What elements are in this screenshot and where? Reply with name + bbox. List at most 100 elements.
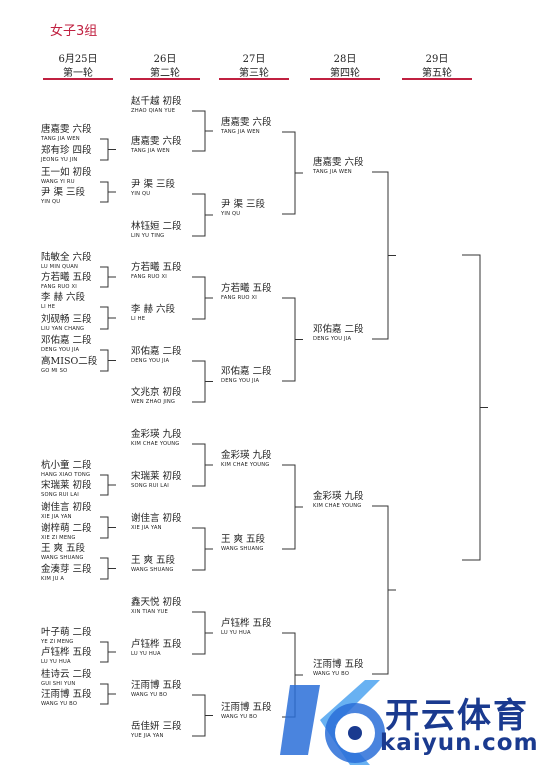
player-romanized: TANG JIA WEN xyxy=(313,168,352,175)
player-name: 尹 渠 三段 xyxy=(41,187,86,198)
player-romanized: DENG YOU JIA xyxy=(41,346,80,353)
round-header-5: 29日 第五轮 xyxy=(402,50,472,80)
player-romanized: DENG YOU JIA xyxy=(131,357,170,364)
player-romanized: LIU YAN CHANG xyxy=(41,325,85,332)
player-romanized: LIN YU TING xyxy=(131,232,165,239)
player-name: 王 爽 五段 xyxy=(41,543,86,554)
player-romanized: TANG JIA WEN xyxy=(131,147,170,154)
player-romanized: KIM CHAE YOUNG xyxy=(221,461,270,468)
player-name: 金湊芽 三段 xyxy=(41,564,92,575)
player-name: 李 赫 六段 xyxy=(131,304,176,315)
player-romanized: SONG RUI LAI xyxy=(41,491,79,498)
player-name: 谢佳言 初段 xyxy=(41,502,92,513)
player-name: 金彩瑛 九段 xyxy=(131,429,182,440)
player-name: 尹 渠 三段 xyxy=(131,179,176,190)
player-name: 唐嘉雯 六段 xyxy=(313,157,364,168)
player-romanized: XIE JIA YAN xyxy=(41,513,72,520)
player-name: 卢钰桦 五段 xyxy=(131,639,182,650)
player-name: 金彩瑛 九段 xyxy=(221,450,272,461)
player-romanized: SONG RUI LAI xyxy=(131,482,169,489)
player-romanized: KIM CHAE YOUNG xyxy=(313,502,362,509)
player-name: 杭小童 二段 xyxy=(41,460,92,471)
player-name: 邓佑嘉 二段 xyxy=(221,366,272,377)
player-romanized: YIN QU xyxy=(221,210,241,217)
player-romanized: WANG SHUANG xyxy=(131,566,174,573)
round-date: 28日 xyxy=(333,54,357,65)
player-name: 方若曦 五段 xyxy=(41,272,92,283)
round-header-1: 6月25日 第一轮 xyxy=(43,50,113,80)
round-header-4: 28日 第四轮 xyxy=(310,50,380,80)
player-romanized: LU YU HUA xyxy=(41,658,71,665)
round-name: 第一轮 xyxy=(43,64,113,80)
watermark-url: kaiyun.com xyxy=(380,730,539,756)
player-romanized: DENG YOU JIA xyxy=(313,335,352,342)
round-date: 27日 xyxy=(242,54,266,65)
player-romanized: TANG JIA WEN xyxy=(41,135,80,142)
player-romanized: YIN QU xyxy=(41,198,61,205)
player-name: 方若曦 五段 xyxy=(131,262,182,273)
player-name: 高MISO二段 xyxy=(41,356,98,367)
player-name: 王一如 初段 xyxy=(41,167,92,178)
player-name: 谢佳言 初段 xyxy=(131,513,182,524)
player-romanized: LI HE xyxy=(41,303,56,310)
player-romanized: ZHAO QIAN YUE xyxy=(131,107,176,114)
player-romanized: XIE JIA YAN xyxy=(131,524,162,531)
player-name: 方若曦 五段 xyxy=(221,283,272,294)
round-date: 6月25日 xyxy=(58,54,98,65)
player-romanized: LU YU HUA xyxy=(221,629,251,636)
player-romanized: KIM CHAE YOUNG xyxy=(131,440,180,447)
player-romanized: WANG YU BO xyxy=(131,691,168,698)
player-romanized: FANG RUO XI xyxy=(221,294,258,301)
player-romanized: KIM JU A xyxy=(41,575,65,582)
player-name: 林钰姮 二段 xyxy=(131,221,182,232)
player-name: 尹 渠 三段 xyxy=(221,199,266,210)
player-romanized: WANG YU BO xyxy=(313,670,350,677)
player-name: 汪雨博 五段 xyxy=(41,689,92,700)
player-name: 汪雨博 五段 xyxy=(131,680,182,691)
player-name: 文兆京 初段 xyxy=(131,387,182,398)
player-name: 赵千越 初段 xyxy=(131,96,182,107)
player-name: 卢钰桦 五段 xyxy=(41,647,92,658)
player-name: 唐嘉雯 六段 xyxy=(41,124,92,135)
round-date: 26日 xyxy=(153,54,177,65)
player-name: 鑫天悦 初段 xyxy=(131,597,182,608)
player-name: 陆敏全 六段 xyxy=(41,252,92,263)
player-romanized: HANG XIAO TONG xyxy=(41,471,91,478)
player-romanized: GUI SHI YUN xyxy=(41,680,76,687)
player-romanized: WANG YU BO xyxy=(221,713,258,720)
round-date: 29日 xyxy=(425,54,449,65)
player-name: 汪雨博 五段 xyxy=(313,659,364,670)
player-name: 邓佑嘉 二段 xyxy=(131,346,182,357)
player-romanized: DENG YOU JIA xyxy=(221,377,260,384)
player-romanized: XIE ZI MENG xyxy=(41,534,76,541)
player-romanized: WANG YI RU xyxy=(41,178,75,185)
player-name: 王 爽 五段 xyxy=(221,534,266,545)
